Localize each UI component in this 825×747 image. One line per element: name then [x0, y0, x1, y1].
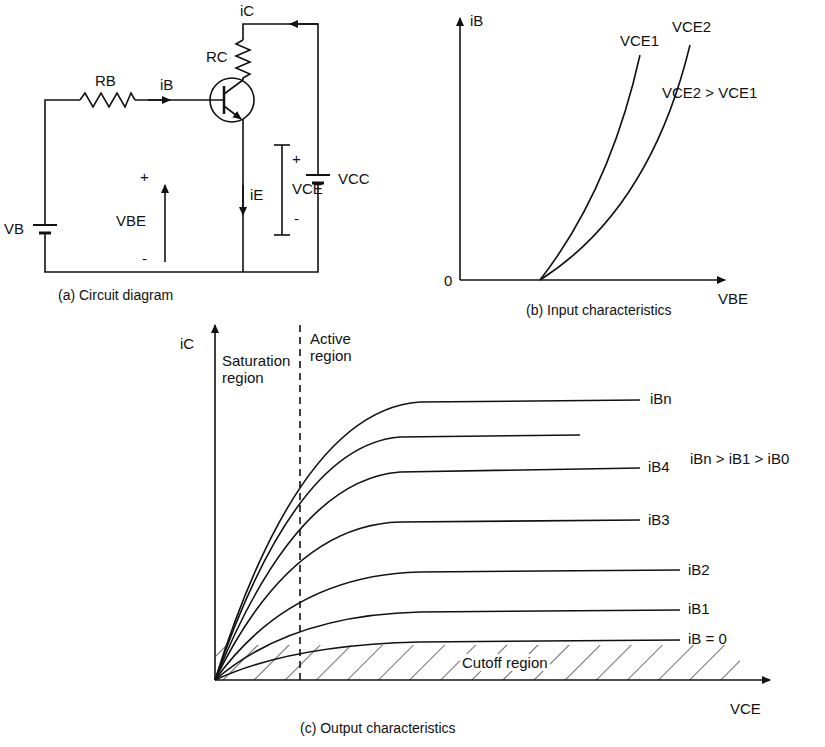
- axis-label: iB: [470, 12, 483, 29]
- curve-label: iB4: [648, 458, 670, 475]
- voltage-label: VCE: [292, 180, 323, 197]
- curve-label: iB2: [688, 561, 710, 578]
- curve-label: iB1: [688, 600, 710, 617]
- curve-label: iB3: [648, 511, 670, 528]
- curve-note: iBn > iB1 > iB0: [690, 450, 789, 467]
- polarity-sign: +: [292, 150, 301, 167]
- region-label: Cutoff region: [460, 654, 550, 671]
- curve-label: iB = 0: [688, 630, 727, 647]
- curve-label: VCE1: [620, 32, 659, 49]
- axis-label: VCE: [730, 700, 761, 717]
- origin-label: 0: [444, 272, 452, 289]
- figure-caption: (a) Circuit diagram: [58, 287, 173, 303]
- current-label: iB: [160, 76, 173, 93]
- polarity-sign: -: [294, 210, 299, 227]
- source-label: VB: [4, 220, 24, 237]
- polarity-sign: -: [142, 250, 147, 267]
- axis-label: iC: [180, 335, 194, 352]
- current-label: iC: [240, 2, 254, 19]
- curve-note: VCE2 > VCE1: [662, 84, 757, 101]
- region-label: Saturation region: [222, 352, 298, 387]
- voltage-label: VBE: [116, 212, 146, 229]
- polarity-sign: +: [140, 168, 149, 185]
- input-characteristics-plot: [460, 18, 725, 280]
- figure-caption: (c) Output characteristics: [300, 720, 456, 736]
- current-label: iE: [250, 186, 263, 203]
- source-label: VCC: [338, 170, 370, 187]
- region-label: Active region: [310, 330, 380, 365]
- curve-label: VCE2: [672, 18, 711, 35]
- figure-caption: (b) Input characteristics: [526, 302, 672, 318]
- resistor-label: RC: [206, 48, 228, 65]
- axis-label: VBE: [718, 290, 748, 307]
- resistor-label: RB: [95, 72, 116, 89]
- curve-label: iBn: [650, 390, 672, 407]
- output-characteristics-plot: [215, 325, 770, 680]
- circuit-wires: [33, 24, 330, 272]
